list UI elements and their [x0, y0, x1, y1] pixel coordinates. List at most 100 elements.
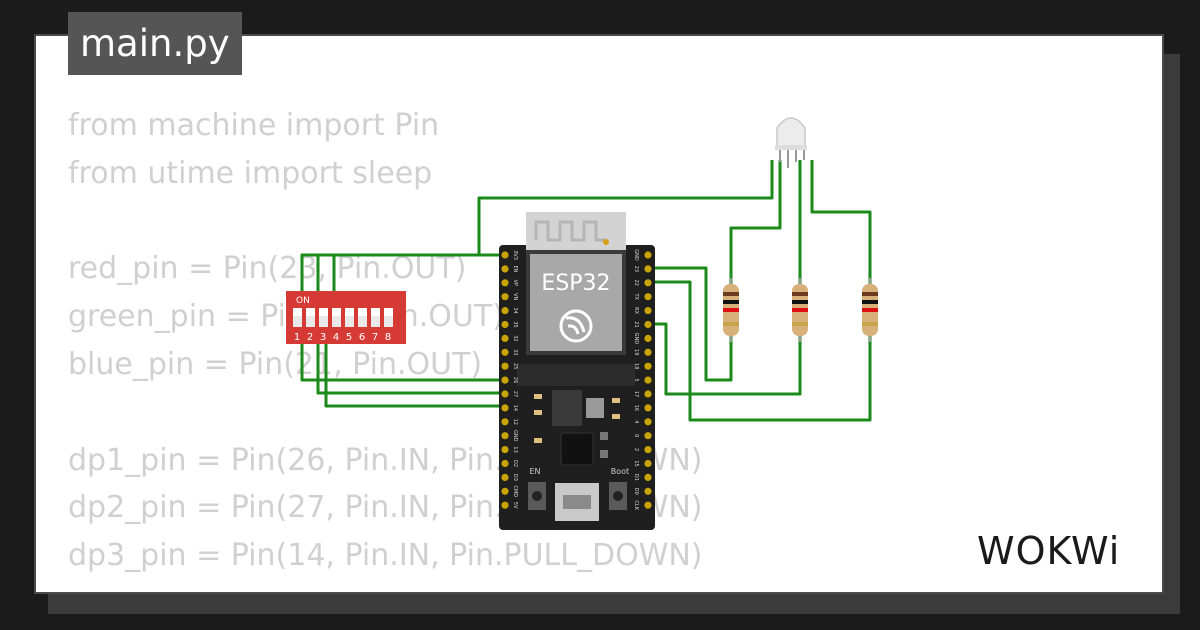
header-pin[interactable]	[644, 362, 652, 370]
resistor-blue[interactable]	[862, 278, 878, 342]
header-pin[interactable]	[501, 265, 509, 273]
pin-label: 3V3	[512, 250, 518, 260]
header-pin[interactable]	[501, 376, 509, 384]
header-pin[interactable]	[644, 293, 652, 301]
code-line: from utime import sleep	[68, 155, 433, 191]
header-pin[interactable]	[501, 251, 509, 259]
pin-label: 25	[512, 363, 518, 369]
pin-label: 21	[633, 321, 639, 327]
header-pin[interactable]	[501, 459, 509, 468]
header-pin[interactable]	[501, 390, 509, 398]
wire-pin23	[648, 266, 733, 382]
resistor-band	[792, 308, 808, 312]
dip-number: 8	[385, 332, 391, 343]
pin-label: D0	[633, 488, 639, 495]
wokwi-logo-text: WOKWi	[977, 529, 1120, 573]
resistor-red[interactable]	[723, 278, 739, 342]
resistor-band	[723, 308, 739, 312]
pin-label: RX	[633, 307, 639, 314]
pin-label: 19	[633, 349, 639, 355]
header-pin[interactable]	[501, 320, 509, 329]
header-pin[interactable]	[644, 307, 652, 315]
wire-led-red	[729, 160, 782, 285]
header-pin[interactable]	[644, 376, 652, 384]
resistor-band	[723, 292, 739, 296]
left-pin-header: 3V3ENVPVN343532332526271412GND13D2D3CMD5…	[501, 250, 518, 509]
header-pin[interactable]	[644, 501, 652, 509]
header-pin[interactable]	[644, 473, 652, 481]
header-pin[interactable]	[501, 432, 509, 440]
dip-toggle-knob	[371, 316, 380, 327]
header-pin[interactable]	[644, 418, 652, 426]
header-pin[interactable]	[644, 446, 652, 454]
resistor-band	[792, 292, 808, 296]
dip-switch[interactable]: ON 1 2 3 4 5 6 7 8	[286, 291, 406, 344]
pin-label: 14	[512, 405, 518, 411]
dip-toggle-knob	[345, 316, 354, 327]
header-pin[interactable]	[501, 307, 509, 315]
wire-dip-power	[300, 253, 505, 296]
rgb-led[interactable]	[775, 117, 807, 168]
dip-toggle-knob	[358, 316, 367, 327]
resistor-green[interactable]	[792, 278, 808, 342]
code-line: from machine import Pin	[68, 108, 440, 143]
header-pin[interactable]	[501, 501, 509, 509]
header-pin[interactable]	[501, 473, 509, 481]
dip-on-label: ON	[296, 296, 310, 306]
dip-number: 7	[372, 332, 378, 343]
header-pin[interactable]	[501, 279, 509, 287]
header-pin[interactable]	[644, 348, 652, 356]
dip-toggle-knob	[319, 316, 328, 327]
header-pin[interactable]	[644, 432, 652, 440]
button-cap	[586, 398, 604, 418]
dip-number: 1	[294, 332, 300, 343]
header-pin[interactable]	[501, 418, 509, 426]
header-pin[interactable]	[644, 459, 652, 468]
header-pin[interactable]	[644, 334, 652, 342]
pin-label: 26	[512, 377, 518, 383]
header-pin[interactable]	[501, 334, 509, 342]
pin-label: 34	[512, 307, 518, 313]
usb-chip	[560, 432, 594, 466]
wire-dip-power-2	[316, 253, 505, 296]
pin-label: 18	[633, 363, 639, 369]
pin-label: CMD	[512, 485, 518, 497]
resistor-band	[862, 292, 878, 296]
header-pin[interactable]	[644, 487, 652, 495]
module-can	[530, 254, 622, 351]
header-pin[interactable]	[644, 251, 652, 259]
header-pin[interactable]	[501, 446, 509, 454]
header-pin[interactable]	[501, 293, 509, 301]
dip-number: 6	[359, 332, 365, 343]
en-label: EN	[529, 467, 540, 476]
pin-label: 0	[633, 434, 639, 437]
file-tab[interactable]: main.py	[68, 12, 242, 75]
code-line: red_pin = Pin(23, Pin.OUT)	[68, 251, 467, 287]
pin-label: GND	[633, 333, 639, 345]
dip-number: 3	[320, 332, 326, 343]
pin-label: 15	[633, 460, 639, 466]
resistor-band	[723, 300, 739, 304]
dip-toggle-knob	[293, 316, 302, 327]
header-pin[interactable]	[501, 348, 509, 356]
header-pin[interactable]	[501, 362, 509, 370]
led-rim	[775, 145, 807, 150]
header-pin[interactable]	[501, 404, 509, 412]
wire-pin14	[324, 320, 505, 408]
antenna-feed	[603, 239, 609, 245]
pin-label: 16	[633, 405, 639, 411]
boot-label: Boot	[611, 467, 629, 476]
header-pin[interactable]	[644, 265, 652, 273]
header-pin[interactable]	[644, 404, 652, 412]
code-line: dp3_pin = Pin(14, Pin.IN, Pin.PULL_DOWN)	[68, 538, 703, 574]
header-pin[interactable]	[501, 487, 509, 495]
pin-label: D3	[512, 474, 518, 481]
header-pin[interactable]	[644, 320, 652, 329]
header-pin[interactable]	[644, 390, 652, 398]
pin-label: D2	[512, 460, 518, 467]
header-pin[interactable]	[644, 279, 652, 287]
pin-label: 5	[633, 379, 639, 382]
